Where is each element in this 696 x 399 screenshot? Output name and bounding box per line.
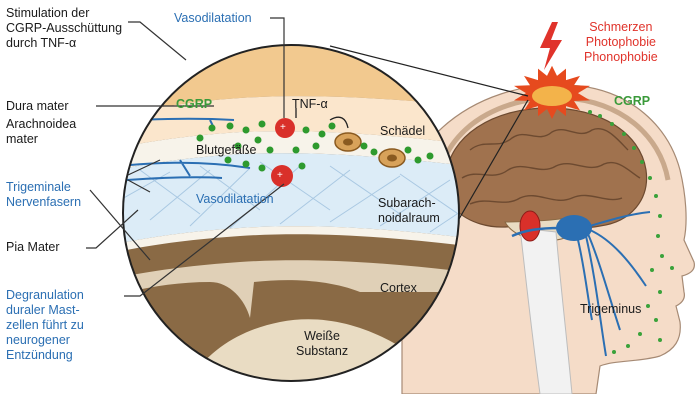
label-vasodilatation-top: Vasodilatation <box>174 11 252 26</box>
label-tnf-alpha: TNF-α <box>292 97 328 112</box>
label-subarachnoidalraum: Subarach- noidalraum <box>378 196 440 226</box>
label-trigeminale-nervenfasern: Trigeminale Nervenfasern <box>6 180 81 210</box>
label-dura-mater: Dura mater <box>6 99 69 114</box>
label-weisse-substanz: Weiße Substanz <box>296 329 348 359</box>
red-ganglion <box>520 211 540 241</box>
label-cgrp-head: CGRP <box>614 94 650 109</box>
label-stimulation: Stimulation der CGRP-Ausschüttung durch … <box>6 6 122 51</box>
label-cgrp-inner: CGRP <box>176 97 212 112</box>
label-pia-mater: Pia Mater <box>6 240 60 255</box>
label-arachnoidea: Arachnoidea mater <box>6 117 76 147</box>
label-trigeminus: Trigeminus <box>580 302 641 317</box>
lightning-bolt-icon <box>540 22 562 70</box>
label-vasodilatation-bottom: Vasodilatation <box>196 192 274 207</box>
label-schaedel: Schädel <box>380 124 425 139</box>
label-blutgefaesse: Blutgefäße <box>196 143 256 158</box>
mast-cell-mark-1: + <box>280 120 286 135</box>
label-degranulation: Degranulation duraler Mast- zellen führt… <box>6 288 84 363</box>
label-schmerzen: Schmerzen Photophobie Phonophobie <box>584 20 658 65</box>
label-cortex: Cortex <box>380 281 417 296</box>
mast-cell-mark-2: + <box>277 168 283 183</box>
